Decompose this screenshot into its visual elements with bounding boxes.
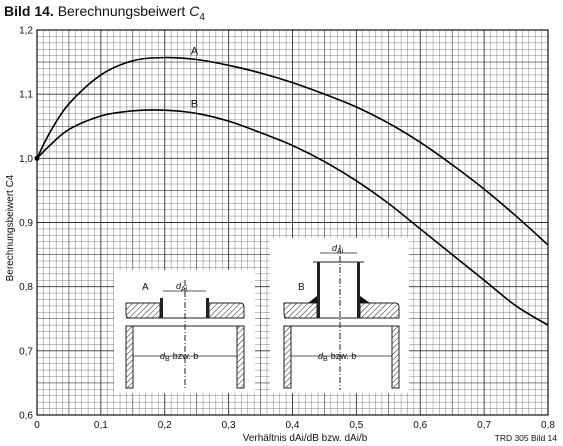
x-tick-label: 0,4 — [286, 420, 300, 431]
source-label: TRD 305 Bild 14 — [495, 433, 558, 443]
chart-title: Bild 14. Berechnungsbeiwert C4 — [4, 3, 205, 23]
x-tick-label: 0,3 — [222, 420, 236, 431]
y-tick-label: 1,1 — [19, 90, 33, 101]
y-tick-labels: 0,6 0,7 0,8 0,9 1,0 1,1 1,2 — [19, 26, 33, 422]
series-group: AB — [34, 45, 549, 326]
x-tick-label: 0,8 — [541, 420, 555, 431]
x-tick-label: 0,7 — [477, 420, 491, 431]
series-label-b: B — [191, 99, 198, 111]
x-tick-label: 0,5 — [349, 420, 363, 431]
inset-b-label: B — [298, 282, 305, 293]
inset-a-label: A — [142, 282, 149, 293]
x-axis-label: Verhältnis dAi/dB bzw. dAi/b — [243, 433, 368, 444]
y-tick-label: 0,9 — [19, 218, 33, 229]
x-tick-labels: 0 0,1 0,2 0,3 0,4 0,5 0,6 0,7 0,8 — [34, 420, 555, 431]
plot-frame — [36, 29, 549, 416]
series-line-a — [36, 56, 549, 246]
y-tick-label: 0,7 — [19, 346, 33, 357]
x-tick-label: 0,1 — [94, 420, 108, 431]
x-tick-label: 0 — [34, 420, 40, 431]
x-tick-label: 0,6 — [413, 420, 427, 431]
y-tick-label: 0,6 — [19, 411, 33, 422]
y-tick-label: 0,8 — [19, 282, 33, 293]
y-tick-label: 1,0 — [19, 154, 33, 165]
origin-point — [34, 155, 40, 161]
series-line-b — [36, 109, 549, 326]
inset-b-dim-top: dAi — [332, 243, 344, 255]
y-tick-label: 1,2 — [19, 26, 33, 37]
series-label-a: A — [191, 45, 199, 57]
inset-a-dim-top: dAi — [176, 281, 188, 293]
y-axis-label: Berechnungsbeiwert C4 — [5, 174, 16, 281]
x-tick-label: 0,2 — [158, 420, 172, 431]
